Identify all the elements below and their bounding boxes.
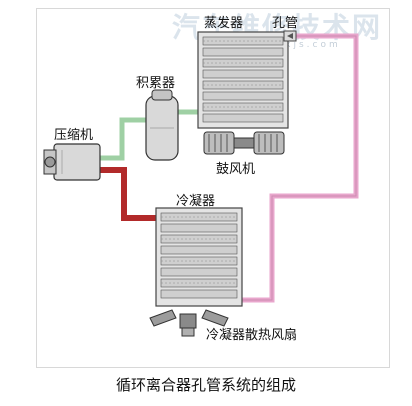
compressor-label: 压缩机: [54, 128, 94, 143]
evaporator-label: 蒸发器: [204, 16, 244, 31]
blower-label: 鼓风机: [216, 162, 256, 177]
orifice-tube-label: 孔管: [272, 16, 299, 31]
accumulator-label: 积累器: [136, 76, 176, 91]
condenser-fan: [149, 309, 229, 337]
condenser: [155, 207, 243, 307]
condenser-label: 冷凝器: [176, 194, 216, 209]
condenser-fan-label: 冷凝器散热风扇: [206, 328, 298, 343]
orifice-tube: [283, 30, 297, 42]
accumulator: [145, 89, 179, 161]
figure-caption: 循环离合器孔管系统的组成: [115, 376, 296, 394]
evaporator: [197, 31, 289, 129]
discharge-line: [100, 167, 158, 221]
compressor: [43, 143, 101, 181]
blower: [203, 131, 285, 155]
suction-line-comp: [100, 117, 146, 161]
